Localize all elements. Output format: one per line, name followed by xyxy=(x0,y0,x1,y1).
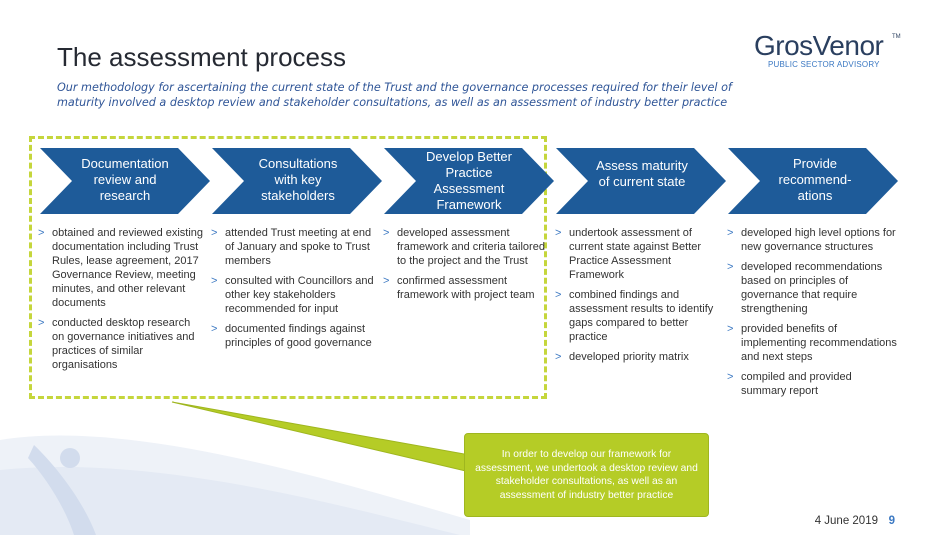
list-item: >developed recommendations based on prin… xyxy=(727,261,883,315)
page-subtitle: Our methodology for ascertaining the cur… xyxy=(57,81,732,109)
phase-highlight-box xyxy=(29,136,547,399)
step-2-details: >attended Trust meeting at end of Januar… xyxy=(211,226,377,356)
list-item: >developed assessment framework and crit… xyxy=(383,227,545,267)
page-title: The assessment process xyxy=(57,42,347,72)
step-4-details: >undertook assessment of current state a… xyxy=(555,226,715,370)
chevron-step-4 xyxy=(556,148,726,214)
bullet-arrow-icon: > xyxy=(211,323,218,335)
page-number: 9 xyxy=(888,515,895,527)
list-item: >obtained and reviewed existing document… xyxy=(38,227,204,309)
chevron-step-3 xyxy=(384,148,554,214)
bullet-arrow-icon: > xyxy=(555,351,562,363)
step-5-label: Provide recommend- ations xyxy=(778,156,852,203)
bullet-arrow-icon: > xyxy=(38,227,45,239)
logo-trademark: TM xyxy=(892,34,901,40)
bullet-arrow-icon: > xyxy=(383,227,390,239)
step-2-label: Consultations with key stakeholders xyxy=(258,156,338,203)
list-item: >documented findings against principles … xyxy=(211,323,372,349)
list-item: >undertook assessment of current state a… xyxy=(555,227,702,281)
bullet-arrow-icon: > xyxy=(727,227,734,239)
list-item: >consulted with Councillors and other ke… xyxy=(211,275,374,315)
list-item: >developed high level options for new go… xyxy=(727,227,896,253)
bullet-arrow-icon: > xyxy=(555,289,562,301)
bullet-arrow-icon: > xyxy=(727,371,734,383)
logo-tagline: PUBLIC SECTOR ADVISORY xyxy=(768,60,880,69)
grosvenor-logo: GrosVenor TM PUBLIC SECTOR ADVISORY xyxy=(754,30,904,74)
logo-wordmark: GrosVenor xyxy=(754,30,884,61)
step-5-details: >developed high level options for new go… xyxy=(727,226,897,404)
chevron-step-5 xyxy=(728,148,898,214)
bullet-arrow-icon: > xyxy=(38,317,45,329)
bullet-arrow-icon: > xyxy=(211,227,218,239)
bullet-arrow-icon: > xyxy=(383,275,390,287)
list-item: >provided benefits of implementing recom… xyxy=(727,323,897,363)
chevron-step-2 xyxy=(212,148,382,214)
step-1-label: Documentation review and research xyxy=(81,156,169,203)
list-item: >conducted desktop research on governanc… xyxy=(38,317,195,371)
bullet-arrow-icon: > xyxy=(727,323,734,335)
step-1-details: >obtained and reviewed existing document… xyxy=(38,226,204,378)
list-item: >compiled and provided summary report xyxy=(727,371,852,397)
chevron-step-1 xyxy=(40,148,210,214)
list-item: >developed priority matrix xyxy=(555,351,689,363)
bullet-arrow-icon: > xyxy=(555,227,562,239)
callout-text: In order to develop our framework for as… xyxy=(475,449,698,501)
step-3-details: >developed assessment framework and crit… xyxy=(383,226,549,308)
list-item: >confirmed assessment framework with pro… xyxy=(383,275,535,301)
step-4-label: Assess maturity of current state xyxy=(596,158,688,189)
step-3-label: Develop Better Practice Assessment Frame… xyxy=(426,149,512,212)
bullet-arrow-icon: > xyxy=(727,261,734,273)
list-item: >attended Trust meeting at end of Januar… xyxy=(211,227,372,267)
list-item: >combined findings and assessment result… xyxy=(555,289,714,343)
callout-box: In order to develop our framework for as… xyxy=(464,433,709,517)
bullet-arrow-icon: > xyxy=(211,275,218,287)
footer-date: 4 June 2019 xyxy=(814,515,878,527)
